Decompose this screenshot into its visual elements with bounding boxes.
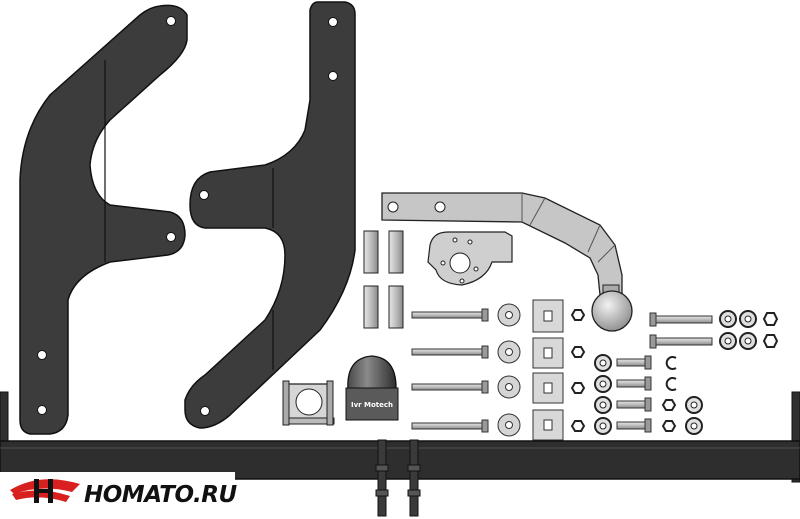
hex-nut [570, 309, 586, 321]
mount-hole [199, 190, 209, 200]
mount-hole [37, 350, 47, 360]
washer [739, 310, 757, 328]
square-plate [532, 299, 564, 333]
arm-hole [387, 201, 399, 213]
bolt [411, 419, 489, 433]
square-plate [532, 337, 564, 369]
square-plate [532, 372, 564, 404]
spring-washer [665, 356, 677, 370]
hex-nut [762, 312, 779, 326]
site-logo: HOMATO.RU [0, 472, 238, 512]
hex-nuts-column [570, 309, 586, 432]
hex-nut [570, 346, 586, 358]
socket-mounting-plate [427, 231, 513, 286]
square-plate [532, 409, 564, 441]
main-crossbar [0, 391, 800, 517]
bolt [649, 312, 713, 327]
tow-ball [591, 290, 633, 332]
mount-hole [200, 406, 210, 416]
spring-washer [665, 377, 677, 391]
long-bolts [411, 308, 489, 433]
hex-nut [661, 399, 677, 411]
bolt [649, 334, 713, 349]
bolt [411, 380, 489, 394]
left-mounting-bracket [19, 4, 188, 435]
spacer-tubes [363, 230, 404, 329]
large-washers [497, 303, 521, 437]
washer [594, 375, 612, 393]
hex-nut [762, 334, 779, 348]
washer [497, 340, 521, 364]
washer [685, 396, 703, 414]
washer [497, 375, 521, 399]
arm-hole [434, 201, 446, 213]
washer [719, 310, 737, 328]
mount-hole [328, 17, 338, 27]
bolt [411, 345, 489, 359]
mount-hole [37, 405, 47, 415]
washer [739, 332, 757, 350]
short-bolt [616, 418, 652, 433]
mount-hole [328, 71, 338, 81]
short-bolt [616, 355, 652, 370]
socket-clamp [282, 380, 335, 426]
mount-hole [166, 232, 176, 242]
washer [685, 417, 703, 435]
washer [719, 332, 737, 350]
tow-ball-arm [381, 192, 633, 332]
small-hardware-cluster [594, 354, 703, 435]
cap-brand-text: Ivr Motech [351, 401, 393, 409]
hex-nut [570, 382, 586, 394]
hex-nut [570, 420, 586, 432]
right-bolt-set [649, 310, 779, 350]
square-plates [532, 299, 564, 441]
washer [497, 303, 521, 327]
washer [594, 354, 612, 372]
short-bolt [616, 376, 652, 391]
washer [594, 417, 612, 435]
bolt [411, 308, 489, 322]
hex-nut [661, 420, 677, 432]
right-mounting-bracket [184, 1, 356, 429]
washer [594, 396, 612, 414]
logo-text: HOMATO.RU [84, 482, 237, 508]
tow-ball-cap: Ivr Motech [345, 355, 399, 421]
short-bolt [616, 397, 652, 412]
mount-hole [166, 16, 176, 26]
washer [497, 413, 521, 437]
winged-h-emblem-icon [10, 479, 80, 503]
